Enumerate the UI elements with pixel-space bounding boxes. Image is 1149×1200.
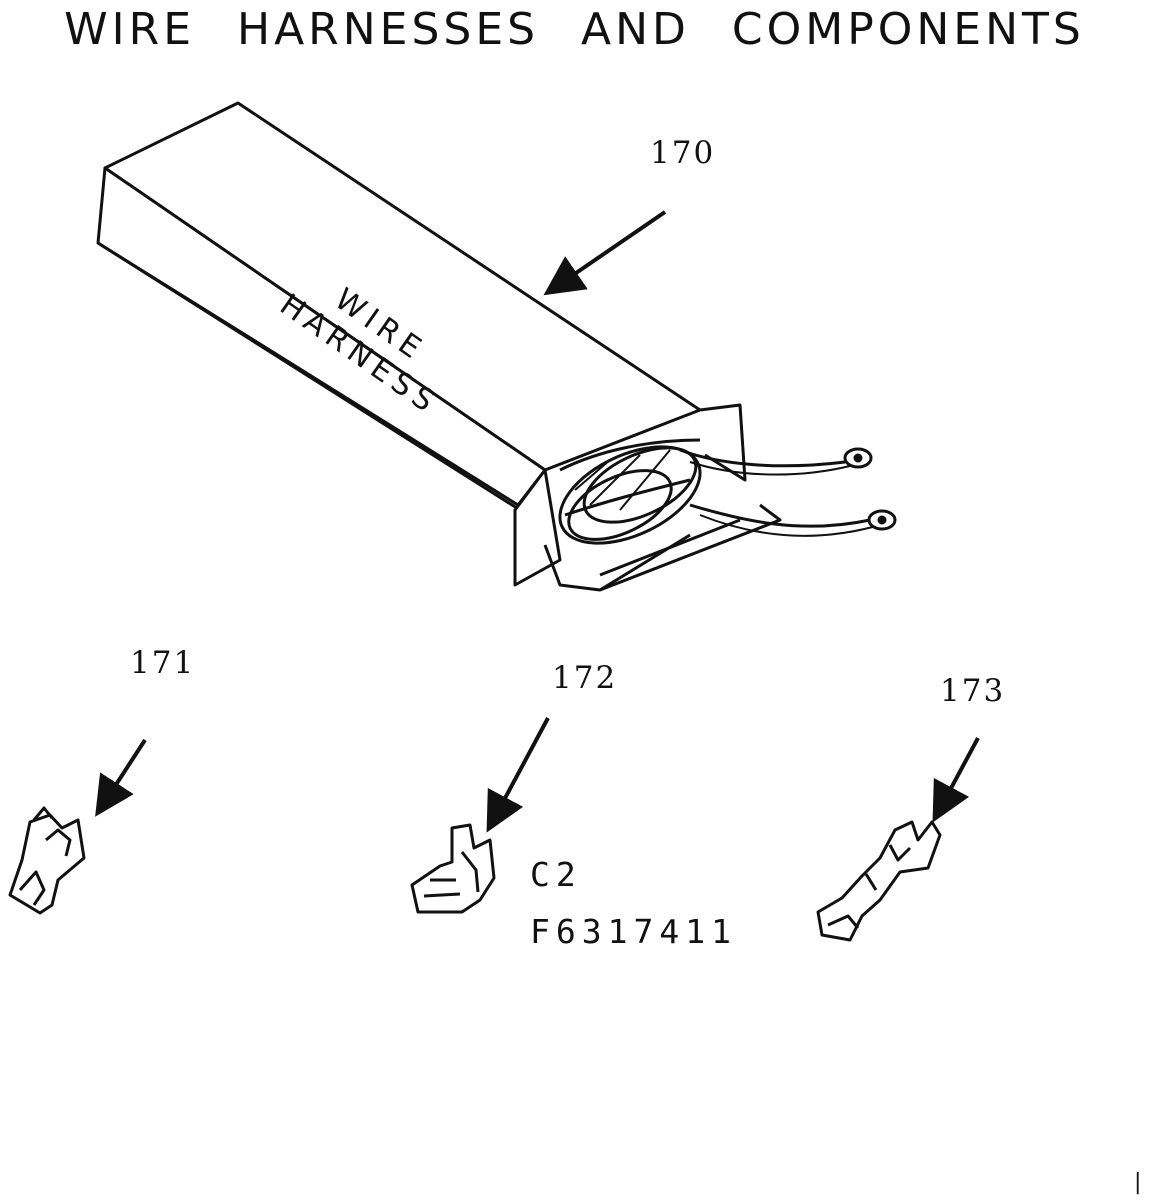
callout-171: 171 (130, 645, 196, 681)
callout-173: 173 (940, 673, 1006, 709)
callout-172: 172 (552, 660, 618, 696)
corner-mark: | (1134, 1170, 1142, 1195)
terminal-171-icon (8, 806, 86, 915)
wire-harness-box (96, 101, 782, 592)
terminal-172-icon (410, 823, 496, 914)
wire-coils (558, 438, 702, 545)
callout-arrow-170 (543, 210, 667, 296)
callout-arrow-171 (95, 738, 147, 817)
part-code-line-1: C2 (530, 855, 582, 894)
diagram-title: WIRE HARNESSES AND COMPONENTS (64, 4, 1085, 55)
callout-arrow-172 (486, 717, 550, 833)
terminal-173-icon (816, 820, 942, 942)
part-code-line-2: F6317411 (530, 912, 737, 951)
callout-170: 170 (650, 135, 716, 171)
callout-arrow-173 (932, 737, 980, 823)
harness-leads (679, 447, 897, 537)
